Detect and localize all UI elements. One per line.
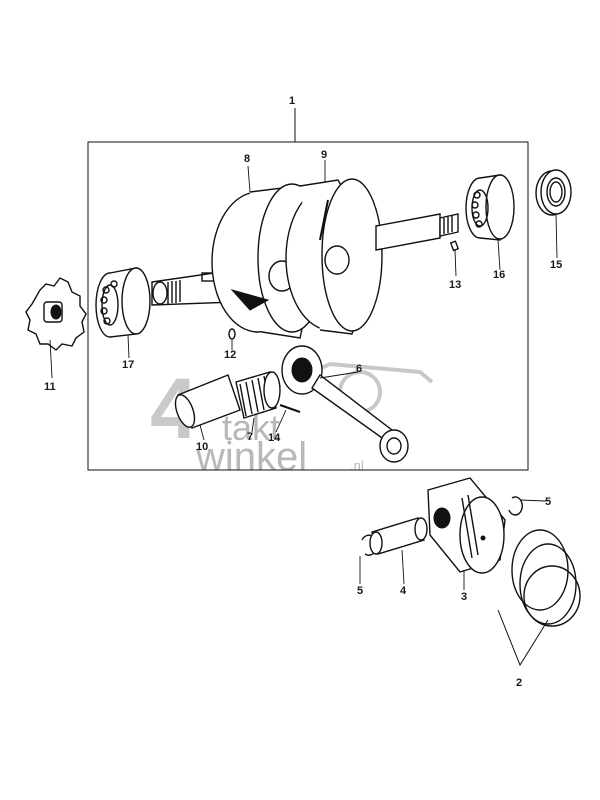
callout-6: 6 [356,363,362,375]
callout-1: 1 [289,95,295,107]
part-14-pin [279,404,301,413]
watermark-line2: winkel [195,435,307,479]
part-5-circlip-right [508,496,523,516]
callout-14: 14 [268,432,281,444]
leader-lines [49,160,558,590]
part-12-washer [228,328,236,340]
callout-17: 17 [122,359,134,371]
part-16-bearing [465,174,515,241]
callout-8: 8 [244,153,250,165]
watermark-logo: 4 takt winkel .nl [150,361,434,479]
part-7-needle-bearing [235,371,281,419]
callout-3: 3 [461,591,467,603]
part-9-flywheel-right [285,178,383,335]
part-6-connecting-rod [281,345,409,463]
callout-13: 13 [449,279,461,291]
callout-4: 4 [400,585,407,597]
part-4-piston-pin [369,517,428,555]
leader-2 [497,609,549,667]
callout-11: 11 [44,381,56,393]
part-13-key [449,240,460,252]
callout-10: 10 [196,441,208,453]
callout-2: 2 [516,677,522,689]
part-2-piston-rings [511,529,581,627]
watermark-suffix: .nl [350,458,364,473]
callout-12: 12 [224,349,236,361]
part-15-oil-seal [535,169,572,216]
part-3-piston [427,477,506,574]
part-17-bearing [95,267,151,338]
crankshaft-right-shaft [375,213,459,251]
part-11-drive-sprocket [25,277,87,351]
callout-5-left: 5 [357,585,363,597]
callout-5-right: 5 [545,496,551,508]
callout-15: 15 [550,259,562,271]
callout-9: 9 [321,149,327,161]
callout-16: 16 [493,269,505,281]
callout-numbers: 1 2 3 4 5 5 6 7 8 9 10 11 12 13 14 15 16… [44,95,562,689]
crankshaft-assembly-frame [87,141,529,471]
callout-7: 7 [247,431,253,443]
part-10-crank-pin [174,374,241,429]
